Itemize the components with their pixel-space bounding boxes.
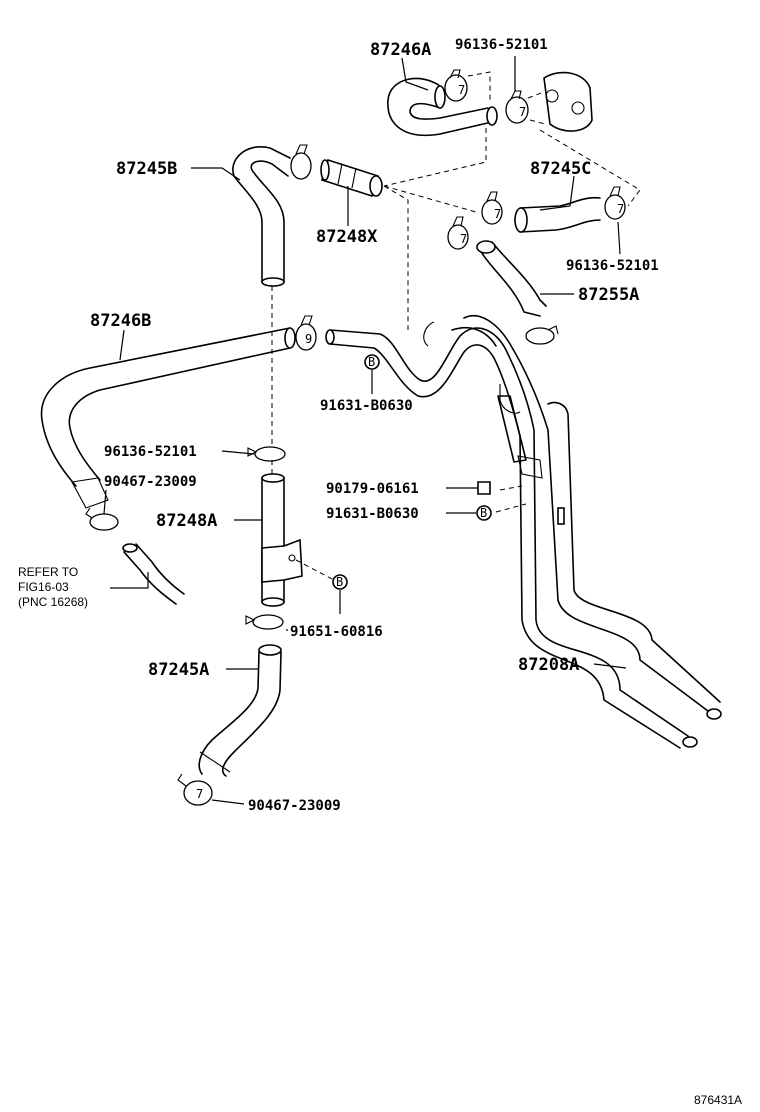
svg-text:7: 7: [494, 207, 501, 221]
hose-87245b[interactable]: [232, 146, 291, 287]
hose-87245a[interactable]: [198, 644, 282, 777]
clamp-87245b[interactable]: [290, 144, 312, 180]
clamp-96136-top-2[interactable]: 7: [505, 90, 529, 124]
svg-text:7: 7: [460, 232, 467, 246]
pipe-87248a[interactable]: [261, 473, 303, 607]
svg-text:7: 7: [519, 105, 526, 119]
label-87248x: 87248X: [316, 227, 378, 247]
svg-text:B: B: [336, 575, 343, 589]
refer-line-3: (PNC 16268): [18, 595, 88, 609]
hose-87245c[interactable]: [514, 196, 601, 233]
clamp-87245c-right[interactable]: 7: [604, 186, 626, 220]
hose-stub-refer: [122, 543, 185, 605]
hose-87246b[interactable]: [40, 327, 296, 509]
svg-text:7: 7: [617, 202, 624, 216]
label-87248a: 87248A: [156, 511, 217, 531]
svg-text:7: 7: [458, 83, 465, 97]
svg-text:B: B: [368, 355, 375, 369]
label-96136-mid: 96136-52101: [104, 444, 197, 460]
label-87208a: 87208A: [518, 655, 579, 675]
pipe-87248x[interactable]: [320, 158, 383, 198]
drawing-id: 876431A: [694, 1093, 742, 1107]
label-90179: 90179-06161: [326, 481, 419, 497]
label-96136-top: 96136-52101: [455, 37, 548, 53]
clamp-87246b-right[interactable]: 9: [295, 315, 317, 351]
clamp-87255a-bottom[interactable]: [525, 325, 559, 345]
flange-plate: [543, 71, 593, 132]
clamp-90467-lower[interactable]: 7: [177, 773, 213, 806]
svg-text:9: 9: [305, 332, 312, 346]
bolt-91631-a[interactable]: B: [364, 354, 380, 370]
clamp-87245c-left[interactable]: 7: [481, 191, 503, 225]
bolt-91651[interactable]: B: [332, 574, 348, 590]
hose-87246a[interactable]: [387, 77, 498, 136]
refer-line-1: REFER TO: [18, 565, 78, 579]
label-96136-right: 96136-52101: [566, 258, 659, 274]
refer-line-2: FIG16-03: [18, 580, 69, 594]
label-87245c: 87245C: [530, 159, 591, 179]
label-87245b: 87245B: [116, 159, 177, 179]
label-90467-a: 90467-23009: [104, 474, 197, 490]
bolt-91631-b[interactable]: B: [476, 505, 492, 521]
label-91631-b: 91631-B0630: [326, 506, 419, 522]
pipe-87208a[interactable]: [325, 314, 722, 749]
nut-90179[interactable]: [477, 481, 491, 495]
label-87246a: 87246A: [370, 40, 431, 60]
clamp-91651-below[interactable]: [245, 614, 284, 630]
label-87245a: 87245A: [148, 660, 209, 680]
clamp-87255a-top[interactable]: 7: [447, 216, 469, 250]
label-90467-b: 90467-23009: [248, 798, 341, 814]
hose-87255a[interactable]: [476, 240, 547, 317]
label-87246b: 87246B: [90, 311, 151, 331]
svg-text:7: 7: [196, 787, 203, 801]
clamp-96136-top-1[interactable]: 7: [444, 69, 468, 102]
svg-text:B: B: [480, 506, 487, 520]
label-91651: 91651-60816: [290, 624, 383, 640]
label-91631-a: 91631-B0630: [320, 398, 413, 414]
label-87255a: 87255A: [578, 285, 639, 305]
clamp-90467-upper[interactable]: [85, 507, 119, 531]
